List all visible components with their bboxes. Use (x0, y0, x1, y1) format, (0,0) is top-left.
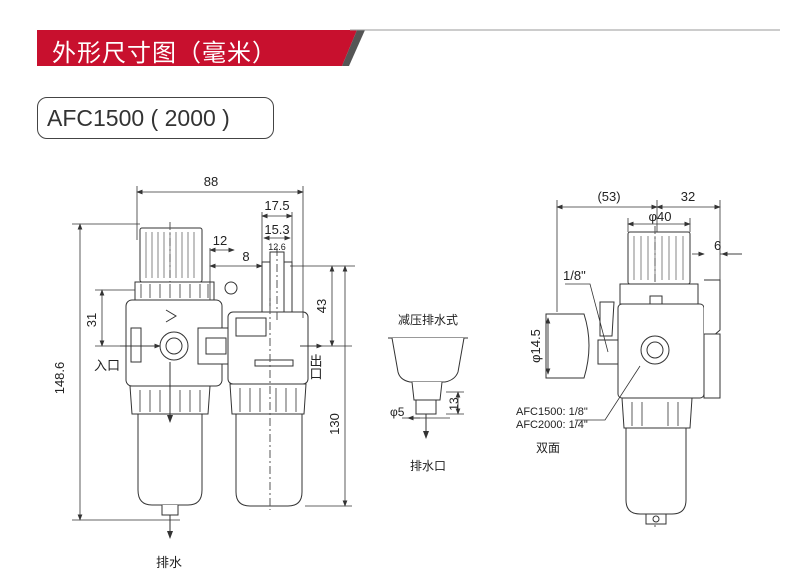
page-title: 外形尺寸图（毫米） (52, 39, 277, 67)
port-spec-afc2000: AFC2000: 1/4" (516, 419, 588, 431)
side-knob (627, 231, 691, 285)
dim-phi40: φ40 (649, 209, 672, 224)
dim-12-6: 12.6 (268, 242, 286, 252)
dim-31: 31 (84, 313, 99, 327)
drain-port-label: 排水口 (410, 459, 446, 473)
port-size-label: 1/8" (563, 268, 586, 283)
drain-detail-title: 减压排水式 (398, 313, 458, 327)
front-dimensions (72, 186, 355, 521)
dim-130: 130 (327, 413, 342, 435)
side-dimensions (545, 200, 742, 421)
dim-8: 8 (242, 249, 249, 264)
model-label: AFC1500 ( 2000 ) (47, 105, 230, 131)
dim-43: 43 (314, 299, 329, 313)
model-box (37, 97, 274, 139)
regulator-knob (139, 227, 203, 283)
side-body (617, 303, 705, 399)
filter-bowl (235, 413, 303, 507)
both-sides-note: 双面 (536, 441, 560, 455)
title-banner (37, 29, 780, 66)
dim-17-5: 17.5 (264, 198, 289, 213)
drain-detail (388, 337, 468, 439)
dim-15-3: 15.3 (264, 222, 289, 237)
drain-label: 排水 (156, 555, 182, 570)
side-bowl (625, 427, 687, 515)
dim-phi14-5: φ14.5 (528, 329, 543, 363)
outlet-label: 出口 (308, 354, 323, 380)
inlet-label: 入口 (94, 358, 120, 373)
dim-phi5: φ5 (390, 405, 405, 419)
dim-6: 6 (714, 238, 721, 253)
pressure-gauge (545, 313, 590, 379)
front-view (125, 222, 309, 539)
dim-13: 13 (447, 397, 461, 411)
regulator-bowl (137, 413, 203, 506)
dim-12: 12 (213, 233, 227, 248)
dim-32: 32 (681, 189, 695, 204)
port-spec-afc1500: AFC1500: 1/8" (516, 406, 588, 418)
dim-88: 88 (204, 174, 218, 189)
dim-53: (53) (597, 189, 620, 204)
dim-148-6: 148.6 (52, 362, 67, 395)
side-view (545, 226, 721, 530)
front-dimension-labels: 88 17.5 15.3 12.6 12 8 43 31 148.6 130 入… (52, 174, 342, 570)
